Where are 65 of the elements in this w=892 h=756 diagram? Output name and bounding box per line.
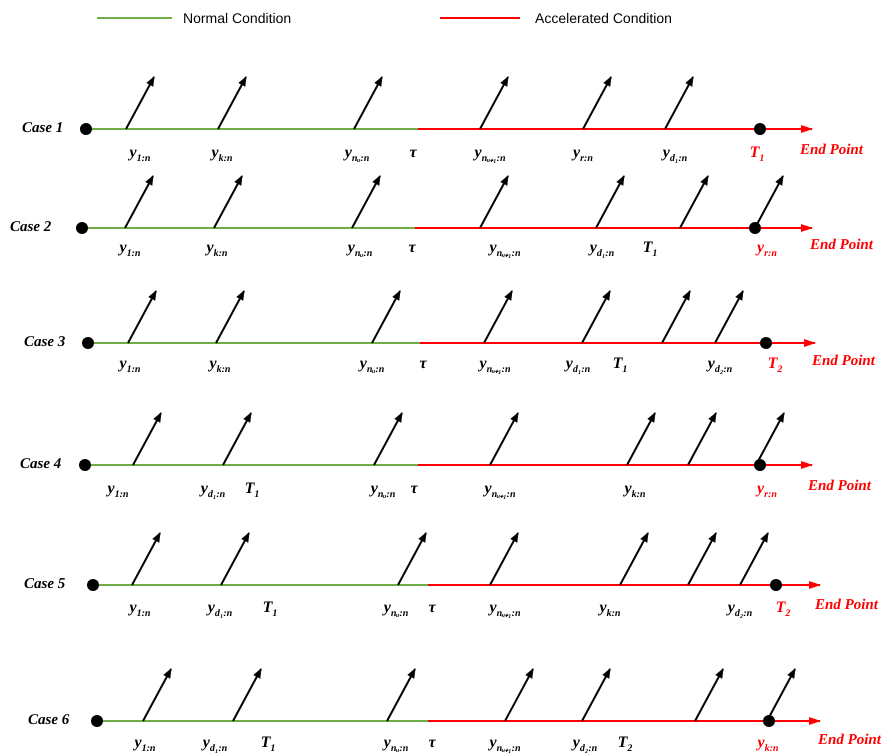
event-label: y$_{1:n}$: [130, 145, 150, 164]
event-label: T$_{2}$: [776, 600, 790, 620]
case-label: Case 6: [28, 713, 70, 728]
event-label: y$_{nᵤ₊₁:n}$: [489, 600, 521, 620]
event-label: y$_{nᵤ:n}$: [370, 481, 396, 500]
event-label: y$_{nᵤ₊₁:n}$: [474, 145, 506, 164]
event-label: y$_{r:n}$: [757, 481, 777, 500]
event-label: y$_{k:n}$: [210, 356, 230, 376]
event-label: T$_{1}$: [750, 145, 764, 164]
event-label: y$_{r:n}$: [757, 240, 777, 260]
event-label: y$_{1:n}$: [120, 240, 140, 260]
event-label: T$_{1}$: [262, 600, 278, 620]
event-label: y$_{1:n}$: [134, 735, 156, 754]
event-label: y$_{1:n}$: [108, 481, 128, 500]
event-label: y$_{nᵤ₊₁:n}$: [489, 240, 521, 260]
event-label: y$_{d₂:n}$: [728, 600, 752, 620]
case-label: Case 2: [10, 220, 52, 235]
legend-text: Accelerated Condition: [535, 10, 672, 26]
event-label: y$_{1:n}$: [120, 356, 140, 376]
event-label: y$_{d₁:n}$: [200, 481, 226, 500]
event-label: T$_{1}$: [244, 481, 260, 500]
legend-text: Normal Condition: [183, 10, 292, 26]
event-label: τ: [428, 735, 436, 751]
event-label: T$_{2}$: [768, 356, 782, 376]
event-label: y$_{k:n}$: [624, 481, 646, 500]
event-label: T$_{1}$: [612, 356, 628, 376]
end-point-label: End Point: [800, 143, 863, 158]
end-point-label: End Point: [815, 598, 878, 613]
event-label: y$_{d₁:n}$: [202, 735, 228, 754]
event-label: y$_{nᵤ:n}$: [384, 735, 408, 754]
event-label: y$_{k:n}$: [212, 145, 232, 164]
event-label: y$_{k:n}$: [758, 735, 778, 754]
event-label: y$_{1:n}$: [130, 600, 150, 620]
event-label: y$_{d₁:n}$: [590, 240, 614, 260]
event-label: y$_{d₂:n}$: [708, 356, 732, 376]
event-label: y$_{d₁:n}$: [662, 145, 688, 164]
event-label: τ: [408, 240, 416, 256]
event-label: T$_{1}$: [642, 240, 658, 260]
case-label: Case 1: [22, 121, 64, 136]
event-label: y$_{d₂:n}$: [572, 735, 598, 754]
end-point-label: End Point: [818, 733, 881, 748]
event-label: τ: [410, 481, 418, 497]
event-label: y$_{k:n}$: [600, 600, 620, 620]
event-label: y$_{d₁:n}$: [208, 600, 232, 620]
event-label: y$_{nᵤ₊₁:n}$: [484, 481, 516, 500]
end-point-label: End Point: [812, 354, 875, 369]
event-label: y$_{r:n}$: [573, 145, 593, 164]
event-label: y$_{nᵤ:n}$: [384, 600, 408, 620]
event-label: τ: [428, 600, 436, 616]
end-point-label: End Point: [810, 238, 873, 253]
event-label: y$_{nᵤ:n}$: [344, 145, 370, 164]
event-label: T$_{2}$: [618, 735, 632, 754]
event-label: y$_{nᵤ:n}$: [360, 356, 384, 376]
event-label: y$_{nᵤ₊₁:n}$: [489, 735, 521, 754]
case-label: Case 3: [24, 335, 66, 350]
event-label: y$_{nᵤ:n}$: [348, 240, 372, 260]
end-point-label: End Point: [808, 479, 871, 494]
event-label: y$_{k:n}$: [206, 240, 228, 260]
event-label: y$_{nᵤ₊₁:n}$: [479, 356, 511, 376]
event-label: T$_{1}$: [260, 735, 276, 754]
event-label: τ: [409, 145, 417, 161]
event-label: τ: [419, 356, 427, 372]
case-label: Case 4: [20, 457, 62, 472]
case-label: Case 5: [24, 577, 66, 592]
event-label: y$_{d₁:n}$: [566, 356, 590, 376]
